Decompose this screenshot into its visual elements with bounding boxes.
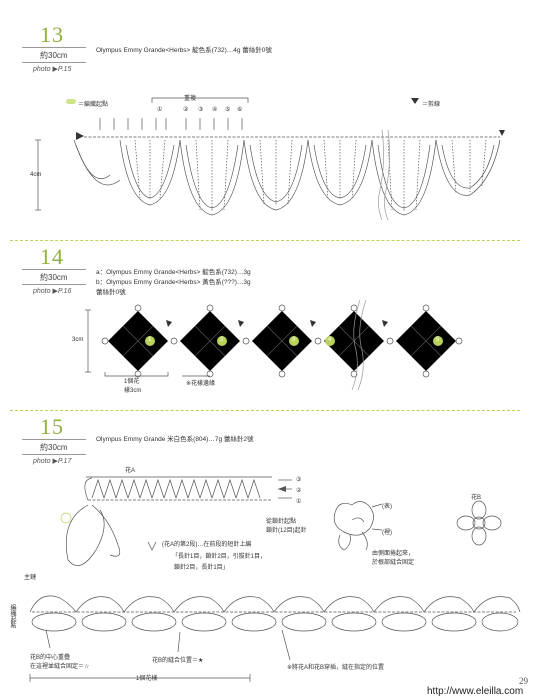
pattern-14-join-note: ※花樣邊緣 [186,381,216,387]
cut-legend-icon [411,98,419,104]
cut-legend: ＝剪線 [422,102,441,108]
motif-number-3: 3 [292,337,296,343]
flower-a-position-note: 花B的縫合位置＝★ [152,658,204,664]
main-chain-label: 主鏈 [24,575,37,581]
pattern-14-hook: 蕾絲針0號 [96,289,126,296]
pattern-14-height: 3cm [72,337,84,343]
pattern-14-motif-size: 1個花 樣3cm [124,379,142,394]
motif-number-2: 2 [220,337,224,343]
pattern-14-materials-a: a：Olympus Emmy Grande<Herbs> 靛色系(732)…3g [96,269,251,276]
motif-number-4: 4 [328,337,332,343]
start-legend-icon [66,99,76,104]
pattern-13-materials: Olympus Emmy Grande<Herbs> 靛色系(732)…4g 蕾… [96,47,272,54]
start-legend: ＝編織起點 [78,102,109,108]
stitch-note-title: (花A的第2段)…在前段的短針上編 [162,542,252,548]
flower-b-label: 花B [471,495,482,501]
stitch-note-1: 「長針1目，鎖針2目，引拔針1目， [172,554,267,560]
roll-note-1: 由側面捲起來， [372,551,415,557]
pattern-14-materials-b: b：Olympus Emmy Grande<Herbs> 黃色系(???)…3g [96,279,251,286]
pattern-13-height: 4cm [30,172,42,178]
circled-6: ⑥ [237,107,243,113]
repeat-label: 重複 [184,96,197,102]
pattern-15-length: 約30cm [40,443,68,452]
center-note-1: 花B的中心重疊 [30,655,71,661]
stitch-note-2: 鎖針2目，長針1目」 [174,565,229,571]
attach-note: ※將花A和花B穿插，縫在指定的位置 [287,665,385,671]
page-number: 29 [519,676,528,686]
circled-3: ③ [198,107,204,113]
watermark-url: http://www.eleilla.com [427,686,524,697]
side-start-label: 編織起點 [9,604,15,628]
pattern-13-photo-ref: photo ▶P.15 [33,66,72,73]
pattern-14-number: 14 [40,244,64,269]
pattern-15-number: 15 [40,414,64,439]
pattern-14-length: 約30cm [40,273,68,282]
circled-5: ⑤ [225,107,231,113]
repeat-unit-label: 1個花樣 [136,676,158,682]
row-mark-1: ① [296,499,302,505]
motif-number-1: 1 [148,337,152,343]
circled-1: ① [157,107,163,113]
start-note-1: 從鎖針起點 [266,519,297,525]
row-mark-2: ② [296,488,302,494]
pattern-15-materials: Olympus Emmy Grande 米白色系(804)…7g 蕾絲針2號 [96,436,254,443]
center-note-2: 在這裡並縫合固定＝☆ [30,664,90,670]
back-label: (裡) [382,530,392,536]
start-note-2: 鎖針(12目)起針 [266,528,307,534]
motif-number-5: 5 [436,337,440,343]
row-mark-3: ③ [296,477,302,483]
pattern-15-photo-ref: photo ▶P.17 [33,458,72,465]
circled-4: ④ [212,107,218,113]
front-label: (表) [382,504,392,510]
circled-2: ② [183,107,189,113]
pattern-14-photo-ref: photo ▶P.16 [33,288,72,295]
roll-note-2: 於根部縫合固定 [372,560,415,566]
pattern-13-number: 13 [40,22,64,47]
flower-a-label: 花A [125,468,136,474]
pattern-13-length: 約30cm [40,51,68,60]
